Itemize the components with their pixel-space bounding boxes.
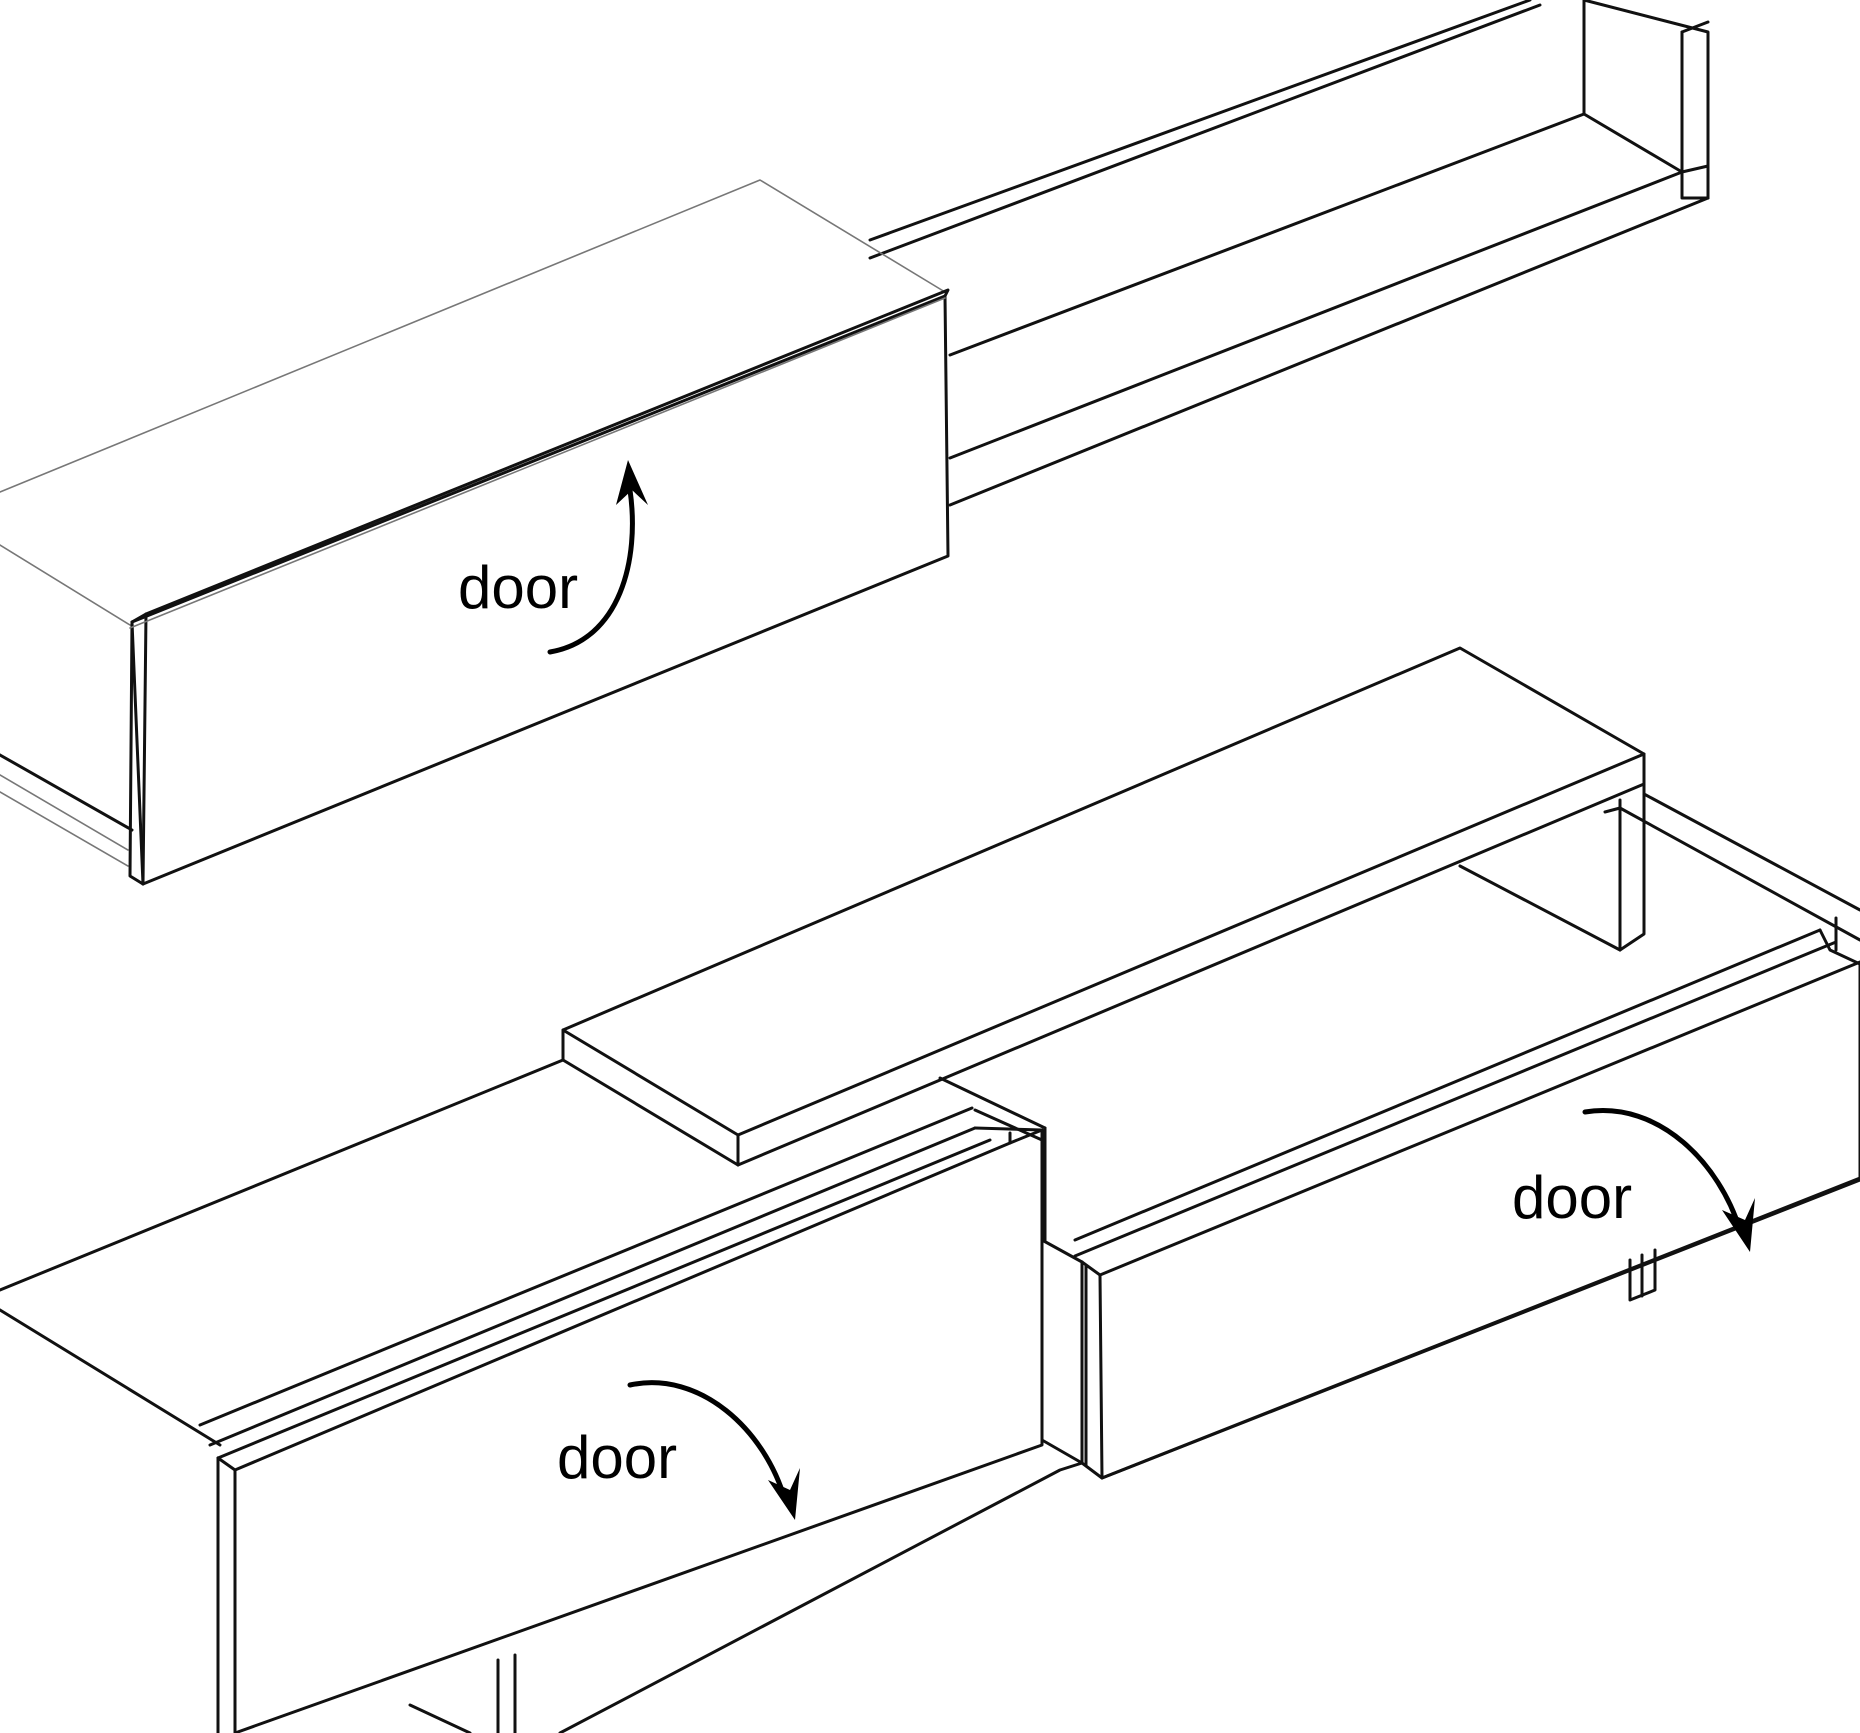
lower-cabinet-top [0,792,1860,1292]
upper-wall-shelf [868,0,1710,507]
upper-door-label: door [458,554,578,621]
lower-left-door-arrow [627,1380,800,1520]
lower-right-door-label: door [1512,1164,1632,1231]
lower-right-cabinet [558,960,1860,1733]
upper-door-arrow [547,460,648,655]
upper-door-cabinet [0,179,950,886]
arrow-down-icon [1722,1198,1755,1252]
arrow-up-icon [616,460,648,505]
lower-left-cabinet [0,1106,1044,1733]
arrow-down-icon [768,1468,800,1520]
tv-riser-shelf [561,646,1646,1167]
lower-right-door-arrow [1582,1108,1755,1252]
lower-left-door-label: door [557,1424,677,1491]
